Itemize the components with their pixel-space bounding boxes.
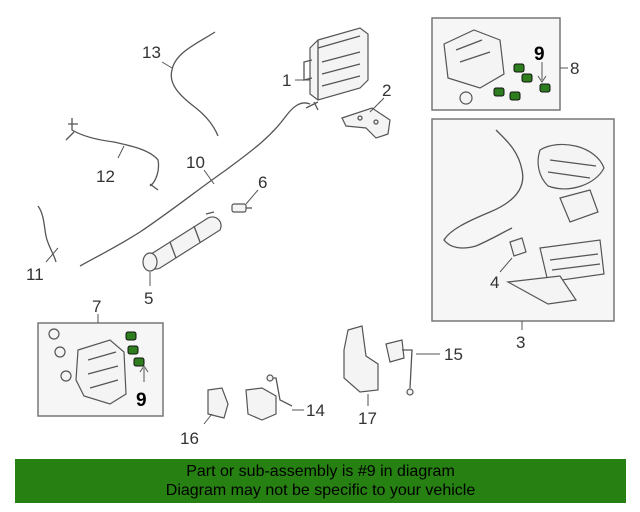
callout-6: 6 bbox=[258, 173, 267, 192]
leader-16 bbox=[203, 413, 213, 425]
part-5-canister[interactable] bbox=[142, 211, 222, 272]
part-8-hydraulic-unit[interactable] bbox=[443, 29, 505, 105]
info-banner: Part or sub-assembly is #9 in diagram Di… bbox=[15, 459, 626, 503]
callout-11: 11 bbox=[26, 265, 44, 284]
leader-13 bbox=[161, 61, 173, 69]
part-9-bolts-box-8[interactable] bbox=[493, 63, 551, 101]
leader-12 bbox=[117, 145, 125, 159]
part-13-wire[interactable] bbox=[170, 31, 219, 137]
banner-line-1: Part or sub-assembly is #9 in diagram bbox=[186, 463, 455, 480]
callout-5: 5 bbox=[144, 289, 153, 308]
leader-11 bbox=[45, 247, 59, 263]
part-16-bracket[interactable] bbox=[207, 387, 229, 419]
callout-13: 13 bbox=[142, 43, 161, 62]
callout-1: 1 bbox=[282, 71, 291, 90]
leader-9-box8 bbox=[537, 62, 547, 83]
callout-8: 8 bbox=[570, 59, 579, 78]
part-10-harness[interactable] bbox=[79, 102, 311, 267]
callout-16: 16 bbox=[180, 429, 199, 448]
part-4-sensor[interactable] bbox=[509, 237, 527, 257]
part-7-abs-module[interactable] bbox=[48, 328, 127, 405]
callout-15: 15 bbox=[444, 345, 463, 364]
part-6-sensor[interactable] bbox=[231, 203, 252, 213]
callout-2: 2 bbox=[382, 81, 391, 100]
leader-6 bbox=[245, 189, 259, 205]
callout-17: 17 bbox=[358, 409, 377, 428]
callout-9-box8: 9 bbox=[534, 44, 545, 65]
part-12-harness[interactable] bbox=[71, 118, 160, 187]
part-17-bracket[interactable] bbox=[343, 325, 379, 393]
leader-2 bbox=[369, 97, 385, 113]
callout-4: 4 bbox=[490, 273, 499, 292]
part-1-control-module[interactable] bbox=[303, 27, 369, 101]
parts-diagram: 1 2 13 10 12 11 6 5 7 bbox=[26, 17, 615, 448]
part-14-link[interactable] bbox=[245, 374, 293, 421]
callout-7: 7 bbox=[92, 297, 101, 316]
leader-4 bbox=[499, 257, 513, 273]
banner-line-2: Diagram may not be specific to your vehi… bbox=[165, 482, 476, 499]
part-9-bolts-box-7[interactable] bbox=[125, 331, 145, 367]
leader-10 bbox=[203, 169, 215, 185]
callout-12: 12 bbox=[96, 167, 115, 186]
part-15-level-sensor[interactable] bbox=[385, 339, 414, 396]
part-3-assembly[interactable] bbox=[443, 129, 605, 305]
callout-9-box7: 9 bbox=[136, 390, 147, 411]
callout-14: 14 bbox=[306, 401, 325, 420]
part-2-bracket[interactable] bbox=[341, 107, 391, 139]
leader-9-box7 bbox=[139, 365, 149, 382]
part-11-sensor-wire[interactable] bbox=[37, 205, 57, 263]
callout-10: 10 bbox=[186, 153, 205, 172]
callout-3: 3 bbox=[516, 333, 525, 352]
